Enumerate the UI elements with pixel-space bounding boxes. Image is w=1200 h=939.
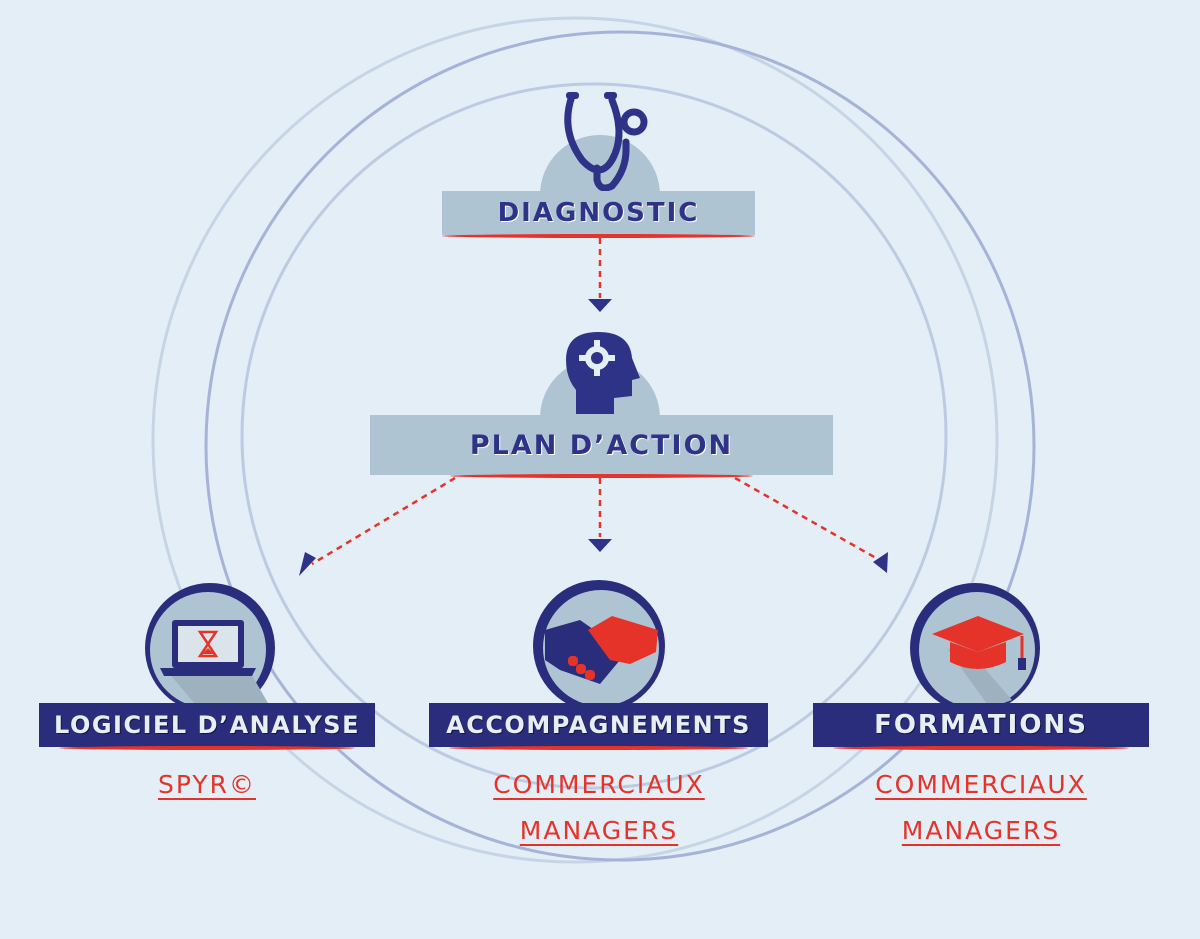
diagnostic-box: DIAGNOSTIC xyxy=(442,191,755,238)
link-spyr[interactable]: SPYR© xyxy=(157,770,257,799)
head-gear-icon xyxy=(566,332,640,414)
red-underline xyxy=(833,746,1129,750)
link-formations-managers[interactable]: MANAGERS xyxy=(901,816,1061,845)
plan-action-label: PLAN D’ACTION xyxy=(469,429,734,461)
dome xyxy=(540,135,660,195)
formations-box: FORMATIONS xyxy=(813,703,1149,750)
handshake-icon xyxy=(533,580,665,712)
stethoscope-icon xyxy=(564,92,648,192)
laptop-hourglass-icon xyxy=(145,583,275,713)
decorative-ring xyxy=(151,16,999,864)
plan-action-box: PLAN D’ACTION xyxy=(370,415,833,478)
red-underline xyxy=(449,746,748,750)
graduation-cap-icon xyxy=(910,583,1040,713)
accompagnements-label: ACCOMPAGNEMENTS xyxy=(446,711,751,739)
arrowhead xyxy=(299,552,316,576)
diagnostic-label: DIAGNOSTIC xyxy=(497,198,700,228)
arrowhead xyxy=(588,539,612,552)
formations-label: FORMATIONS xyxy=(874,710,1088,740)
link-accompagnements-managers[interactable]: MANAGERS xyxy=(519,816,679,845)
decorative-ring xyxy=(204,30,1036,862)
accompagnements-box: ACCOMPAGNEMENTS xyxy=(429,703,768,750)
connector-plan-logiciel xyxy=(311,476,456,566)
link-formations-commerciaux[interactable]: COMMERCIAUX xyxy=(875,770,1087,799)
logiciel-analyse-box: LOGICIEL D’ANALYSE xyxy=(39,703,375,750)
red-underline xyxy=(59,746,355,750)
arrowhead xyxy=(873,552,888,573)
connector-plan-formations xyxy=(734,476,877,560)
decorative-ring xyxy=(240,82,948,790)
red-underline xyxy=(450,474,753,478)
arrowhead xyxy=(588,299,612,312)
red-underline xyxy=(442,234,755,238)
link-accompagnements-commerciaux[interactable]: COMMERCIAUX xyxy=(493,770,705,799)
logiciel-analyse-label: LOGICIEL D’ANALYSE xyxy=(54,711,360,739)
